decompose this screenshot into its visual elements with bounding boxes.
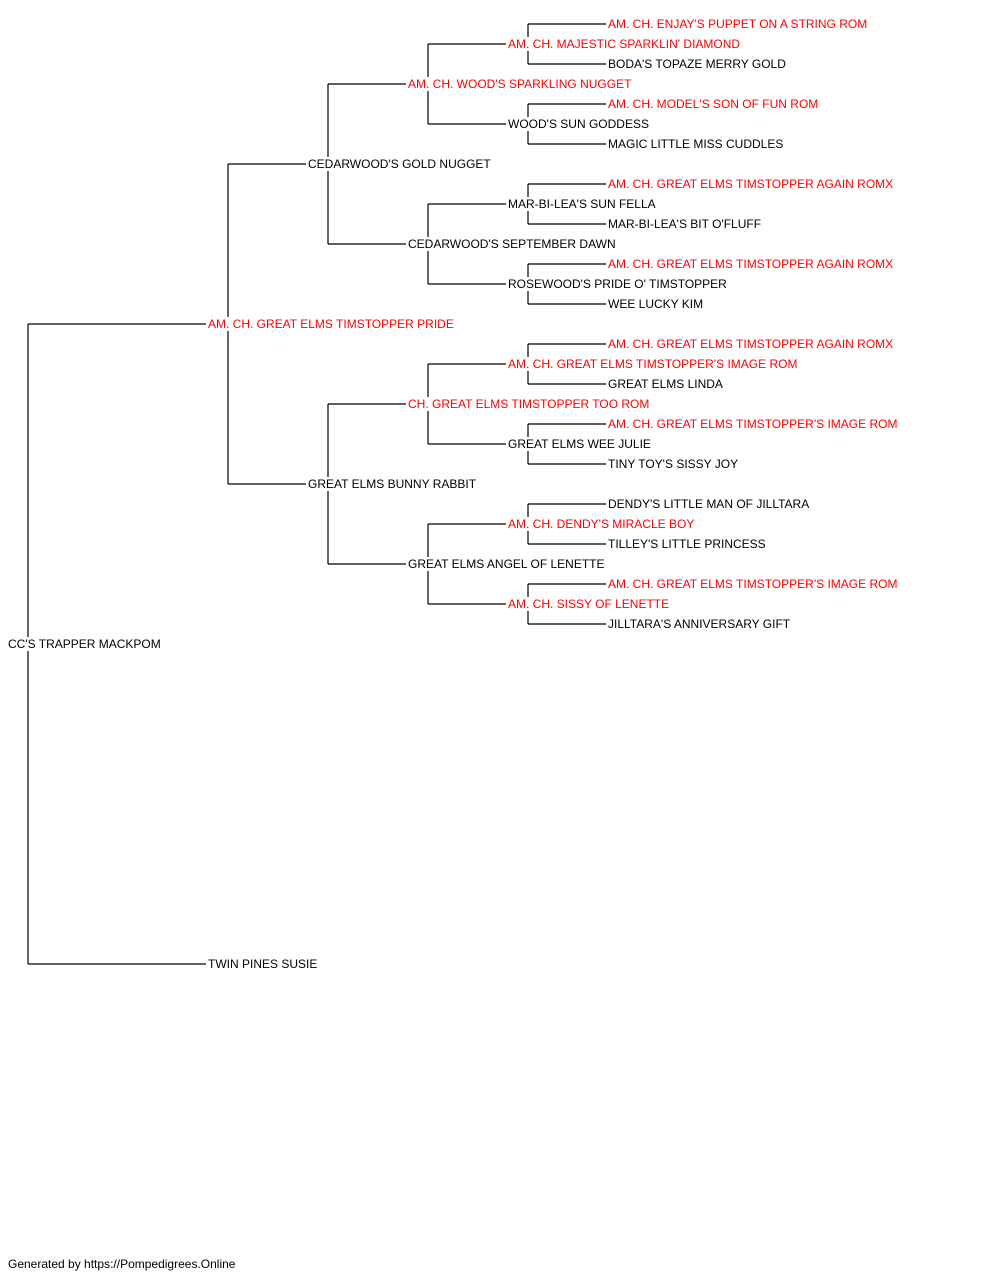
dam-name-gen5: MAGIC LITTLE MISS CUDDLES [606, 137, 786, 151]
sire-name-gen5: AM. CH. GREAT ELMS TIMSTOPPER AGAIN ROMX [606, 337, 896, 351]
dam-name-gen4: ROSEWOOD'S PRIDE O' TIMSTOPPER [506, 277, 729, 291]
dam-name-gen5: JILLTARA'S ANNIVERSARY GIFT [606, 617, 793, 631]
dam-name-gen1: TWIN PINES SUSIE [206, 957, 320, 971]
generated-by-footer: Generated by https://Pompedigrees.Online [8, 1257, 236, 1271]
dam-name-gen5: GREAT ELMS LINDA [606, 377, 725, 391]
sire-name-gen2: CEDARWOOD'S GOLD NUGGET [306, 157, 493, 171]
sire-name-gen5: AM. CH. MODEL'S SON OF FUN ROM [606, 97, 821, 111]
subject-dog-name: CC'S TRAPPER MACKPOM [6, 637, 163, 651]
sire-name-gen5: DENDY'S LITTLE MAN OF JILLTARA [606, 497, 812, 511]
sire-name-gen5: AM. CH. ENJAY'S PUPPET ON A STRING ROM [606, 17, 870, 31]
dam-name-gen5: BODA'S TOPAZE MERRY GOLD [606, 57, 788, 71]
sire-name-gen4: AM. CH. DENDY'S MIRACLE BOY [506, 517, 697, 531]
dam-name-gen2: GREAT ELMS BUNNY RABBIT [306, 477, 479, 491]
sire-name-gen4: AM. CH. GREAT ELMS TIMSTOPPER'S IMAGE RO… [506, 357, 800, 371]
sire-name-gen3: AM. CH. WOOD'S SPARKLING NUGGET [406, 77, 634, 91]
dam-name-gen5: TILLEY'S LITTLE PRINCESS [606, 537, 768, 551]
sire-name-gen5: AM. CH. GREAT ELMS TIMSTOPPER AGAIN ROMX [606, 257, 896, 271]
sire-name-gen5: AM. CH. GREAT ELMS TIMSTOPPER AGAIN ROMX [606, 177, 896, 191]
sire-name-gen4: AM. CH. MAJESTIC SPARKLIN' DIAMOND [506, 37, 743, 51]
dam-name-gen4: AM. CH. SISSY OF LENETTE [506, 597, 672, 611]
dam-name-gen5: MAR-BI-LEA'S BIT O'FLUFF [606, 217, 764, 231]
dam-name-gen4: WOOD'S SUN GODDESS [506, 117, 651, 131]
dam-name-gen4: GREAT ELMS WEE JULIE [506, 437, 653, 451]
sire-name-gen5: AM. CH. GREAT ELMS TIMSTOPPER'S IMAGE RO… [606, 577, 900, 591]
dam-name-gen3: CEDARWOOD'S SEPTEMBER DAWN [406, 237, 618, 251]
dam-name-gen3: GREAT ELMS ANGEL OF LENETTE [406, 557, 607, 571]
sire-name-gen5: AM. CH. GREAT ELMS TIMSTOPPER'S IMAGE RO… [606, 417, 900, 431]
sire-name-gen3: CH. GREAT ELMS TIMSTOPPER TOO ROM [406, 397, 652, 411]
sire-name-gen1: AM. CH. GREAT ELMS TIMSTOPPER PRIDE [206, 317, 456, 331]
dam-name-gen5: WEE LUCKY KIM [606, 297, 706, 311]
dam-name-gen5: TINY TOY'S SISSY JOY [606, 457, 741, 471]
sire-name-gen4: MAR-BI-LEA'S SUN FELLA [506, 197, 658, 211]
